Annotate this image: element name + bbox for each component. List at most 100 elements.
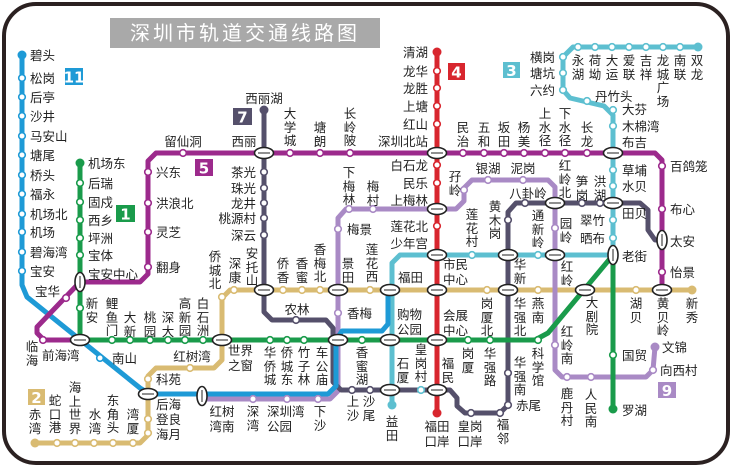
station-label[interactable]: 沙井 (30, 108, 56, 124)
interchange-marker[interactable] (574, 283, 596, 297)
station-label[interactable]: 景田 (341, 256, 355, 285)
station-label[interactable]: 益田 (385, 414, 399, 443)
station-label[interactable]: 上水径 (538, 106, 552, 148)
station-dot[interactable] (624, 42, 634, 52)
station-dot[interactable] (315, 285, 325, 295)
station-label[interactable]: 龙城广场 (656, 53, 670, 109)
station-dot[interactable] (365, 285, 375, 295)
terminal-station-dot[interactable] (17, 50, 27, 60)
station-dot[interactable] (573, 42, 583, 52)
station-dot[interactable] (61, 293, 71, 303)
terminal-station-dot[interactable] (432, 47, 442, 57)
station-dot[interactable] (432, 221, 442, 231)
station-label[interactable]: 科学馆 (531, 346, 545, 388)
station-label[interactable]: 洪浪北 (156, 195, 194, 211)
station-label[interactable]: 长岭陂 (343, 106, 357, 148)
station-label[interactable]: 安托山 (245, 246, 259, 288)
station-label[interactable]: 鲤鱼门 (105, 296, 119, 338)
station-label[interactable]: 清湖 (402, 44, 428, 60)
station-dot[interactable] (533, 335, 543, 345)
station-dot[interactable] (586, 372, 596, 382)
station-dot[interactable] (357, 335, 367, 345)
station-label[interactable]: 宝安中心 (88, 266, 139, 282)
station-label[interactable]: 桃园 (143, 310, 157, 339)
station-dot[interactable] (432, 101, 442, 111)
station-dot[interactable] (128, 438, 138, 448)
station-dot[interactable] (675, 42, 685, 52)
station-dot[interactable] (143, 374, 153, 384)
station-label[interactable]: 侨城北 (208, 249, 222, 291)
station-dot[interactable] (107, 335, 117, 345)
terminal-station-dot[interactable] (75, 158, 85, 168)
station-label[interactable]: 太安 (670, 233, 696, 249)
station-label[interactable]: 横岗 (529, 49, 555, 65)
station-label[interactable]: 登良 (156, 411, 182, 427)
station-label[interactable]: 永湖 (571, 53, 585, 82)
station-label[interactable]: 田贝 (622, 205, 648, 221)
station-dot[interactable] (313, 394, 323, 404)
station-label[interactable]: 科苑 (156, 371, 182, 387)
station-label[interactable]: 晒布 (579, 230, 605, 246)
station-label[interactable]: 百鸽笼 (670, 158, 708, 174)
station-dot[interactable] (365, 385, 375, 395)
station-label[interactable]: 碧海湾 (30, 244, 68, 260)
station-label[interactable]: 皇岗村 (414, 342, 428, 384)
station-dot[interactable] (17, 131, 27, 141)
station-label[interactable]: 华强路 (483, 346, 497, 388)
station-label[interactable]: 深湾 (246, 404, 260, 433)
station-label[interactable]: 岗厦北 (480, 296, 494, 338)
station-label[interactable]: 通新岭 (531, 208, 545, 250)
station-label[interactable]: 爱联 (622, 53, 636, 82)
station-dot[interactable] (17, 209, 27, 219)
station-label[interactable]: 海月 (156, 426, 182, 442)
station-dot[interactable] (503, 400, 513, 410)
station-label[interactable]: 黄木岗 (488, 199, 502, 241)
station-dot[interactable] (657, 161, 667, 171)
station-label[interactable]: 赤湾 (28, 407, 42, 436)
station-label[interactable]: 莲花西 (365, 242, 379, 284)
station-dot[interactable] (482, 285, 492, 295)
station-label[interactable]: 皇岗口岸 (457, 419, 483, 449)
station-label[interactable]: 笋岗 (575, 174, 589, 203)
station-label[interactable]: 银湖 (475, 160, 501, 176)
station-dot[interactable] (562, 372, 572, 382)
station-dot[interactable] (608, 165, 618, 175)
interchange-marker[interactable] (379, 383, 401, 397)
station-label[interactable]: 世界之窗 (228, 343, 254, 373)
station-dot[interactable] (641, 42, 651, 52)
station-dot[interactable] (285, 148, 295, 158)
interchange-marker[interactable] (651, 283, 673, 297)
interchange-marker[interactable] (426, 248, 448, 262)
station-label[interactable]: 福田 (398, 269, 424, 285)
station-dot[interactable] (75, 215, 85, 225)
station-label[interactable]: 少年宫 (390, 235, 428, 251)
station-dot[interactable] (17, 227, 27, 237)
terminal-station-dot[interactable] (30, 438, 40, 448)
station-dot[interactable] (560, 148, 570, 158)
station-label[interactable]: 留仙洞 (164, 133, 202, 149)
station-label[interactable]: 下沙 (313, 404, 327, 433)
station-label[interactable]: 华强南 (513, 355, 527, 397)
station-dot[interactable] (259, 213, 269, 223)
station-label[interactable]: 罗湖 (622, 402, 648, 418)
station-label[interactable]: 布吉 (622, 134, 648, 150)
station-dot[interactable] (483, 175, 493, 185)
station-dot[interactable] (479, 148, 489, 158)
terminal-station-dot[interactable] (259, 105, 269, 115)
station-dot[interactable] (503, 215, 513, 225)
station-label[interactable]: 机场东 (88, 155, 126, 171)
station-dot[interactable] (503, 368, 513, 378)
station-dot[interactable] (145, 335, 155, 345)
station-label[interactable]: 塘坑 (529, 65, 555, 81)
station-dot[interactable] (70, 438, 80, 448)
interchange-marker[interactable] (74, 271, 86, 293)
station-label[interactable]: 海上世界 (68, 380, 82, 436)
station-label[interactable]: 上梅林 (390, 192, 428, 208)
station-label[interactable]: 香梅北 (313, 242, 327, 284)
station-dot[interactable] (657, 267, 667, 277)
interchange-marker[interactable] (327, 333, 349, 347)
station-label[interactable]: 岗厦 (461, 346, 475, 375)
station-dot[interactable] (291, 315, 301, 325)
interchange-marker[interactable] (497, 248, 519, 262)
station-dot[interactable] (259, 167, 269, 177)
